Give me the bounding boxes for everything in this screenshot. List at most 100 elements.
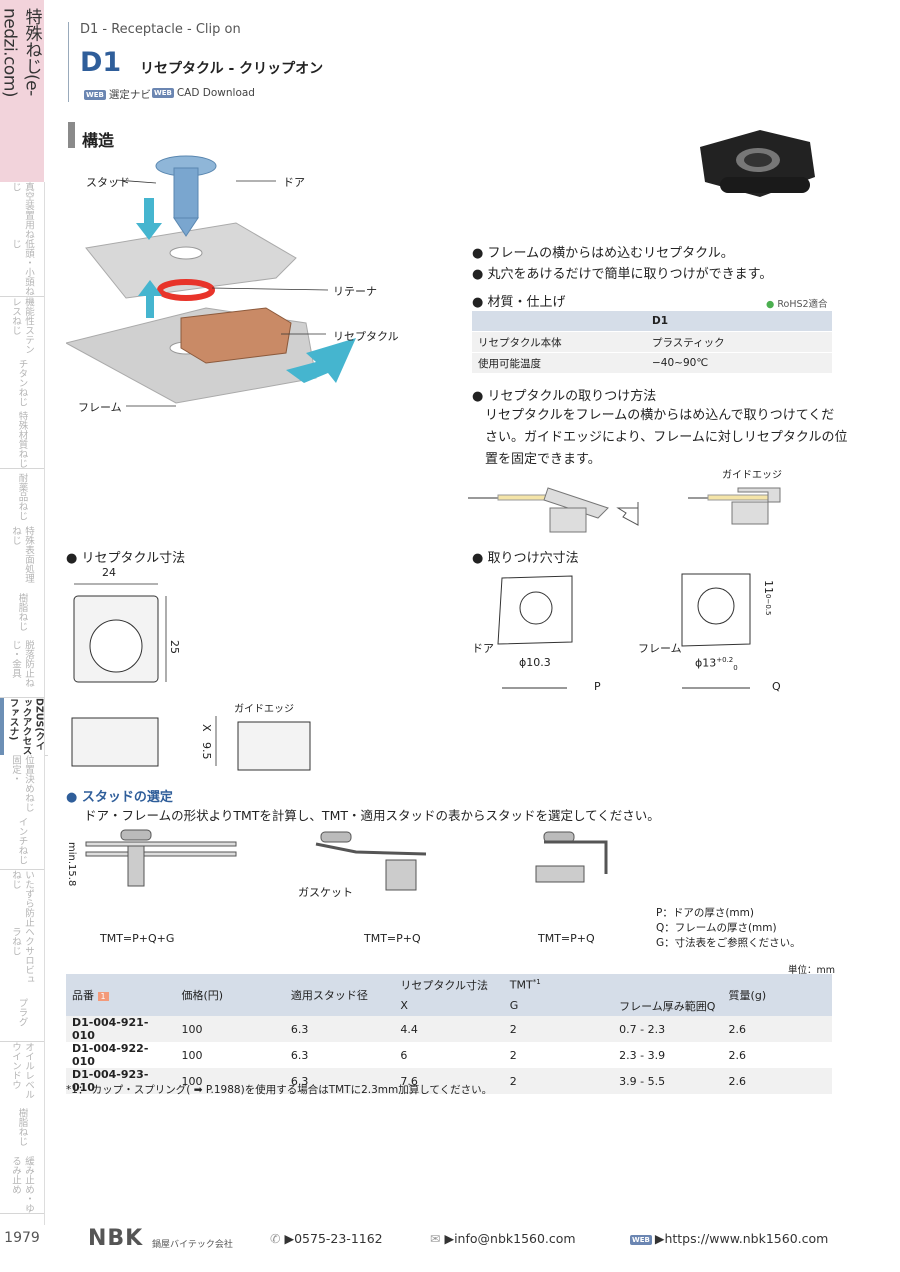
sidebar-item-label: 耐薬品ねじ [16, 473, 28, 521]
th-rec: リセプタクル寸法 [394, 974, 504, 995]
stud-b-head [320, 831, 352, 843]
sidebar-item[interactable]: チタンねじ [0, 353, 44, 412]
sidebar-item[interactable]: インチねじ [0, 812, 44, 871]
sidebar-item-label: 位置決めねじ固定・ [10, 755, 34, 812]
dims-side-view [237, 721, 311, 771]
footer-url[interactable]: WEB▶https://www.nbk1560.com [630, 1231, 828, 1246]
table-header-row: 品番 1 価格(円) 適用スタッド径 リセプタクル寸法 TMT*1 質量(g) [66, 974, 832, 1016]
feature-2-text: 丸穴をあけるだけで簡単に取りつけができます。 [487, 267, 773, 282]
dim-w-value: 24 [102, 566, 116, 579]
stud-shaft [173, 167, 199, 219]
sidebar-item-label: ヘクサロビュラねじ [10, 926, 34, 984]
arrow-outline-icon [616, 502, 639, 526]
material-row: 使用可能温度−40~90℃ [472, 352, 832, 374]
sidebar-top[interactable]: 特殊ねじ(e-nedzi.com) [0, 0, 44, 182]
footer-url-text: ▶https://www.nbk1560.com [654, 1231, 829, 1246]
stud-min: min.15.8 [66, 842, 77, 887]
sidebar-item[interactable]: オイルレベルウインドウ [0, 1041, 44, 1100]
mount-frame-right [707, 494, 769, 501]
material-row: リセプタクル本体プラスティック [472, 331, 832, 353]
th-part-text: 品番 [72, 989, 94, 1002]
sidebar-item[interactable]: 機能性ステンレスねじ [0, 296, 44, 355]
sidebar-item[interactable]: 低頭・小頭ねじ [0, 239, 44, 298]
footer-phone[interactable]: ✆ ▶0575-23-1162 [270, 1231, 383, 1246]
table-cell: 2 [509, 1022, 517, 1036]
sidebar-item[interactable]: 真空装置用ねじ [0, 182, 44, 240]
table-cell: D1-004-923-010 [72, 1068, 149, 1094]
label-retainer: リテーナ [333, 285, 377, 298]
hole-drawing [497, 573, 751, 689]
label-door: ドア [283, 176, 305, 189]
sidebar-item[interactable]: 樹脂ねじ [0, 583, 44, 642]
hole-label-frame: フレーム [638, 642, 682, 655]
product-clip [720, 177, 810, 193]
table-cell: 100 [181, 1022, 203, 1036]
th-stud: 適用スタッド径 [284, 974, 395, 1016]
th-price: 価格(円) [175, 974, 285, 1016]
sidebar-item[interactable]: 特殊材質ねじ [0, 411, 44, 470]
th-range: フレーム厚み範囲Q [613, 995, 723, 1016]
hole-d2: ϕ13+0.20 [695, 656, 738, 672]
part-badge: 1 [97, 992, 109, 1001]
product-photo [700, 130, 815, 197]
sidebar-item[interactable]: 樹脂ねじ [0, 1098, 44, 1157]
mounting-body-line: さい。ガイドエッジにより、フレームに対しリセプタクルの位 [485, 430, 848, 445]
mail-icon: ✉ [430, 1231, 441, 1246]
mounting-heading: ● リセプタクルの取りつけ方法 [472, 389, 657, 404]
sidebar-item-label: いたずら防止ねじ [10, 869, 34, 927]
feature-1-text: フレームの横からはめ込むリセプタクル。 [487, 246, 734, 261]
arrow-up-icon [138, 280, 162, 318]
page-code: D1 [80, 47, 122, 78]
table-cell: 100 [181, 1048, 203, 1062]
door-plate [85, 222, 297, 299]
sidebar-item[interactable]: プラグ [0, 984, 44, 1043]
sidebar-item-label: 特殊材質ねじ [16, 411, 28, 469]
mount-body-left [549, 507, 587, 533]
sidebar-divider [44, 182, 45, 1225]
footer-phone-text: ▶0575-23-1162 [284, 1231, 383, 1246]
dims-heading: ● リセプタクル寸法 [66, 551, 186, 566]
label-guide-edge-mount: ガイドエッジ [722, 470, 782, 481]
sidebar-item[interactable]: 特殊表面処理ねじ [0, 525, 44, 584]
sidebar-top-label: 特殊ねじ(e-nedzi.com) [0, 8, 42, 98]
dim-x-label: X [200, 724, 213, 732]
page-number: 1979 [4, 1230, 40, 1246]
sidebar-item-label: 脱落防止ねじ・金具 [10, 640, 34, 688]
retainer-ring [157, 279, 215, 301]
table-cell: 2 [509, 1074, 517, 1088]
sidebar-item-label: 真空装置用ねじ [10, 182, 34, 239]
table-cell: D1-004-921-010 [72, 1016, 149, 1042]
hole-heading-text: 取りつけ穴寸法 [487, 551, 579, 566]
material-col-header: D1 [646, 311, 832, 332]
hole-door-circle [519, 591, 553, 625]
sidebar-item[interactable]: いたずら防止ねじ [0, 869, 44, 928]
footer-email-text: ▶info@nbk1560.com [444, 1231, 576, 1246]
sidebar-item-label: 樹脂ねじ [16, 592, 28, 631]
sidebar-item[interactable]: DZUS(クイックアクセスファスナ) [0, 697, 48, 756]
footer-email[interactable]: ✉ ▶info@nbk1560.com [430, 1231, 576, 1246]
material-row-label: リセプタクル本体 [472, 331, 646, 353]
sidebar: 特殊ねじ(e-nedzi.com) 真空装置用ねじ低頭・小頭ねじ機能性ステンレス… [0, 0, 48, 1225]
hole-v-tol2: −0.5 [764, 598, 772, 616]
rohs-text: RoHS2適合 [777, 299, 828, 310]
table-subheader-row: X G フレーム厚み範囲Q [66, 995, 832, 1016]
sidebar-item[interactable]: 脱落防止ねじ・金具 [0, 640, 44, 699]
dims-front-view [71, 717, 159, 767]
table-cell: 100 [181, 1074, 203, 1088]
hole-q: Q [772, 680, 781, 693]
sidebar-item[interactable]: 緩み止め・ゆるみ止め [0, 1156, 44, 1215]
mount-receptacle-left [543, 487, 609, 519]
phone-icon: ✆ [270, 1231, 281, 1246]
dim-h2-value: 9.5 [200, 742, 213, 760]
stud-select-diagrams [85, 829, 608, 891]
sidebar-item[interactable]: ヘクサロビュラねじ [0, 926, 44, 985]
table-cell: D1-004-922-010 [72, 1042, 149, 1068]
sidebar-item[interactable]: 位置決めねじ固定・ [0, 755, 44, 813]
stud-c-door [544, 840, 608, 874]
label-frame: フレーム [78, 401, 122, 414]
hole-d1: ϕ10.3 [519, 656, 551, 669]
sidebar-item[interactable]: 耐薬品ねじ [0, 468, 44, 527]
